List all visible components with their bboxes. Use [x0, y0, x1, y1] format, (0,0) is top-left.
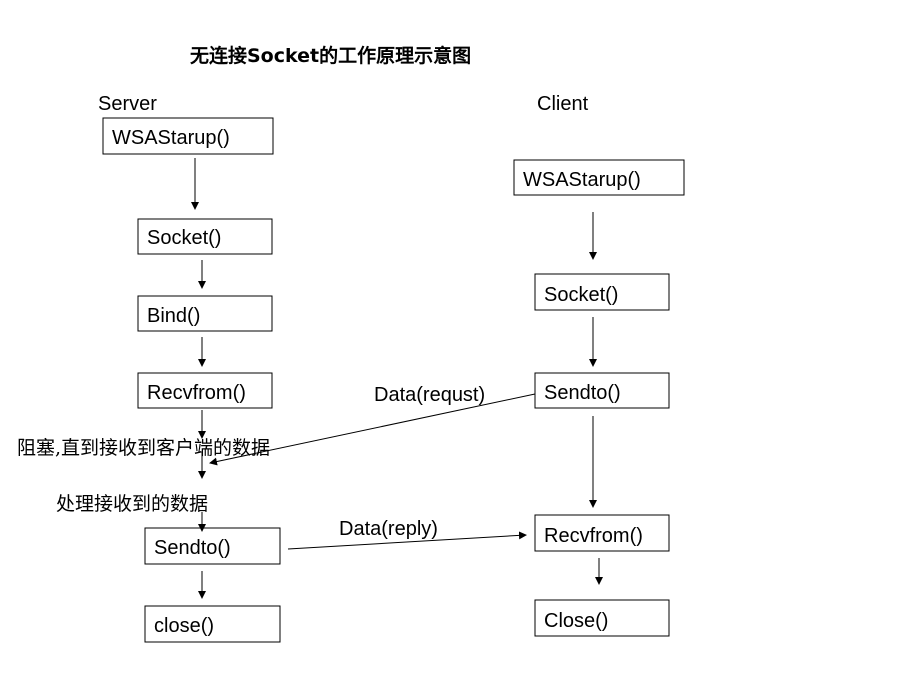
client-step-socket: Socket(): [534, 273, 670, 311]
server-step-bind: Bind(): [137, 295, 273, 332]
client-step-label: WSAStarup(): [523, 169, 641, 191]
server-step-socket: Socket(): [137, 218, 273, 255]
client-step-label: Sendto(): [544, 382, 621, 404]
reply-message-arrow: [287, 531, 527, 550]
client-step-recvfrom: Recvfrom(): [534, 514, 670, 552]
server-step-recvfrom: Recvfrom(): [137, 372, 273, 409]
server-step-wsastartup: WSAStarup(): [102, 117, 274, 155]
client-step-label: Recvfrom(): [544, 525, 643, 547]
blocking-note: 阻塞,直到接收到客户端的数据: [17, 437, 270, 459]
client-label: Client: [537, 93, 589, 115]
client-step-label: Socket(): [544, 284, 618, 306]
server-step-label: WSAStarup(): [112, 127, 230, 149]
client-step-label: Close(): [544, 610, 608, 632]
server-step-close: close(): [144, 605, 281, 643]
server-label: Server: [98, 93, 157, 115]
server-step-label: Sendto(): [154, 537, 231, 559]
server-step-label: close(): [154, 615, 214, 637]
client-step-sendto: Sendto(): [534, 372, 670, 409]
server-step-label: Socket(): [147, 227, 221, 249]
server-step-label: Recvfrom(): [147, 382, 246, 404]
diagram-title: 无连接Socket的工作原理示意图: [190, 44, 471, 67]
request-message-label: Data(requst): [374, 384, 485, 406]
client-step-wsastartup: WSAStarup(): [513, 159, 685, 196]
request-message-arrow: [209, 393, 536, 466]
client-step-close: Close(): [534, 599, 670, 637]
server-step-label: Bind(): [147, 305, 200, 327]
server-step-sendto: Sendto(): [144, 527, 281, 565]
reply-message-label: Data(reply): [339, 518, 438, 540]
processing-note: 处理接收到的数据: [56, 493, 208, 515]
